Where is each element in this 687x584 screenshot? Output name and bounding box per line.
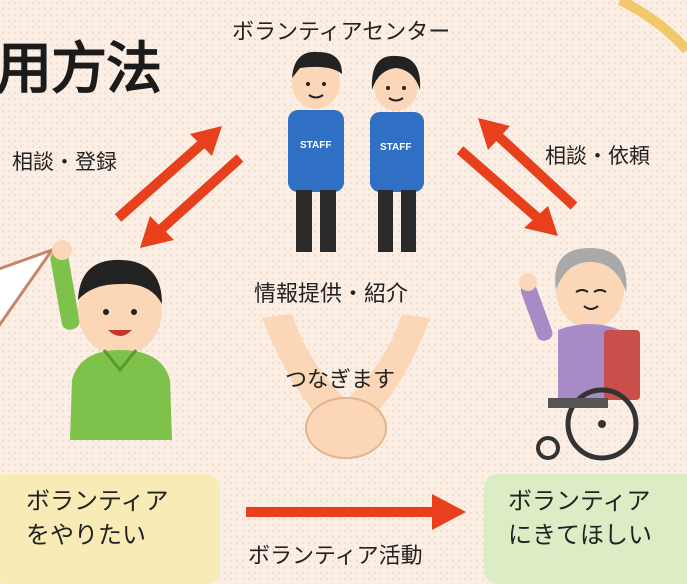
svg-text:STAFF: STAFF: [300, 140, 331, 151]
holding-hands: [262, 314, 430, 459]
want-to-volunteer-line1: ボランティア: [26, 487, 169, 515]
volunteer-man-figure: [50, 240, 172, 440]
want-volunteer-visit-line2: にきてほしい: [508, 521, 652, 549]
want-to-volunteer-box: ボランティア をやりたい: [0, 474, 220, 584]
arrow-right-up: [478, 118, 578, 210]
arrow-right-down: [456, 146, 558, 236]
info-referral-label: 情報提供・紹介: [254, 282, 409, 307]
illustration-layer: STAFF STAFF: [0, 0, 687, 530]
page-title: 用方法: [0, 37, 162, 102]
staff-woman-figure: STAFF: [370, 55, 424, 252]
connect-label: つなぎます: [285, 368, 396, 393]
staff-man-figure: STAFF: [288, 51, 344, 252]
consult-register-label: 相談・登録: [12, 150, 117, 174]
arrow-left-down: [140, 154, 244, 248]
volunteer-center-label: ボランティアセンター: [232, 20, 451, 45]
arrow-left-up: [114, 126, 222, 222]
want-volunteer-visit-line1: ボランティア: [508, 487, 651, 515]
want-to-volunteer-line2: をやりたい: [26, 521, 146, 549]
svg-text:STAFF: STAFF: [380, 142, 411, 153]
volunteer-activity-label: ボランティア活動: [248, 544, 423, 569]
want-volunteer-visit-box: ボランティア にきてほしい: [484, 474, 687, 584]
elderly-woman-wheelchair: [519, 248, 640, 461]
decor-arc: [617, 0, 687, 54]
consult-request-label: 相談・依頼: [545, 144, 650, 168]
arrow-activity: [246, 494, 466, 530]
speech-bubble-edge: [0, 247, 56, 327]
